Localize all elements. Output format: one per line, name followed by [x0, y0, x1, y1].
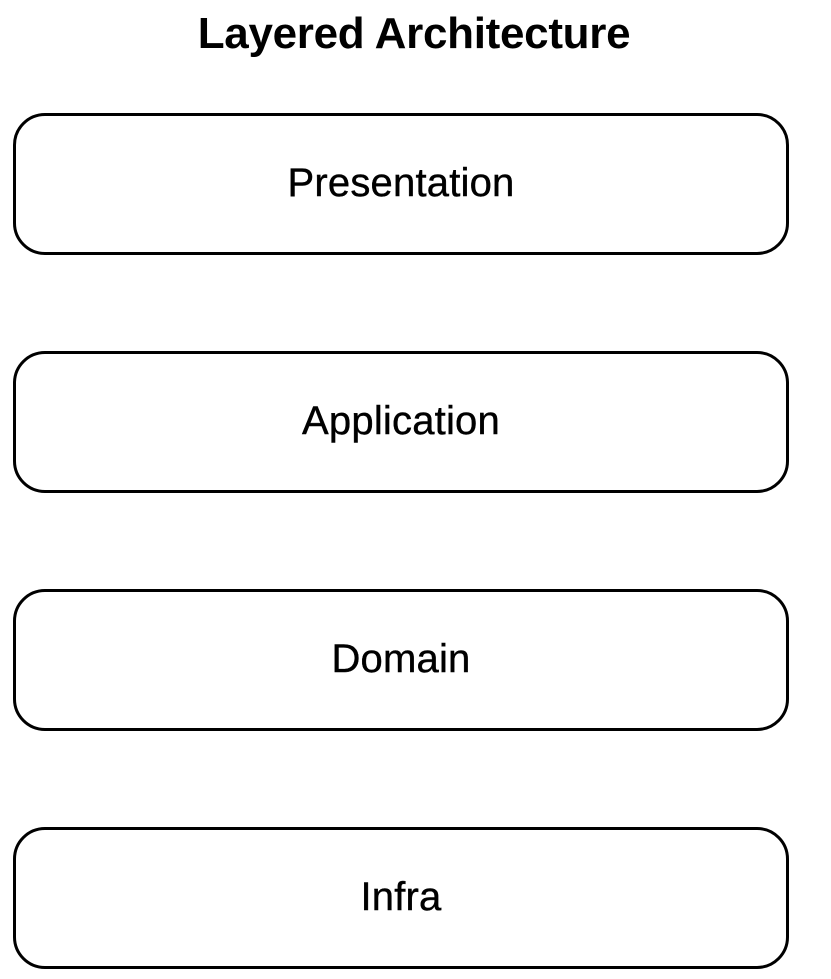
layer-label-presentation: Presentation	[287, 161, 515, 205]
layer-label-application: Application	[302, 399, 500, 443]
layer-label-domain: Domain	[331, 637, 471, 681]
diagram-title: Layered Architecture	[197, 9, 631, 58]
layer-box-domain: Domain	[13, 589, 789, 731]
layer-box-presentation: Presentation	[13, 113, 789, 255]
layer-box-infra: Infra	[13, 827, 789, 969]
layer-box-application: Application	[13, 351, 789, 493]
layer-label-infra: Infra	[360, 875, 442, 919]
